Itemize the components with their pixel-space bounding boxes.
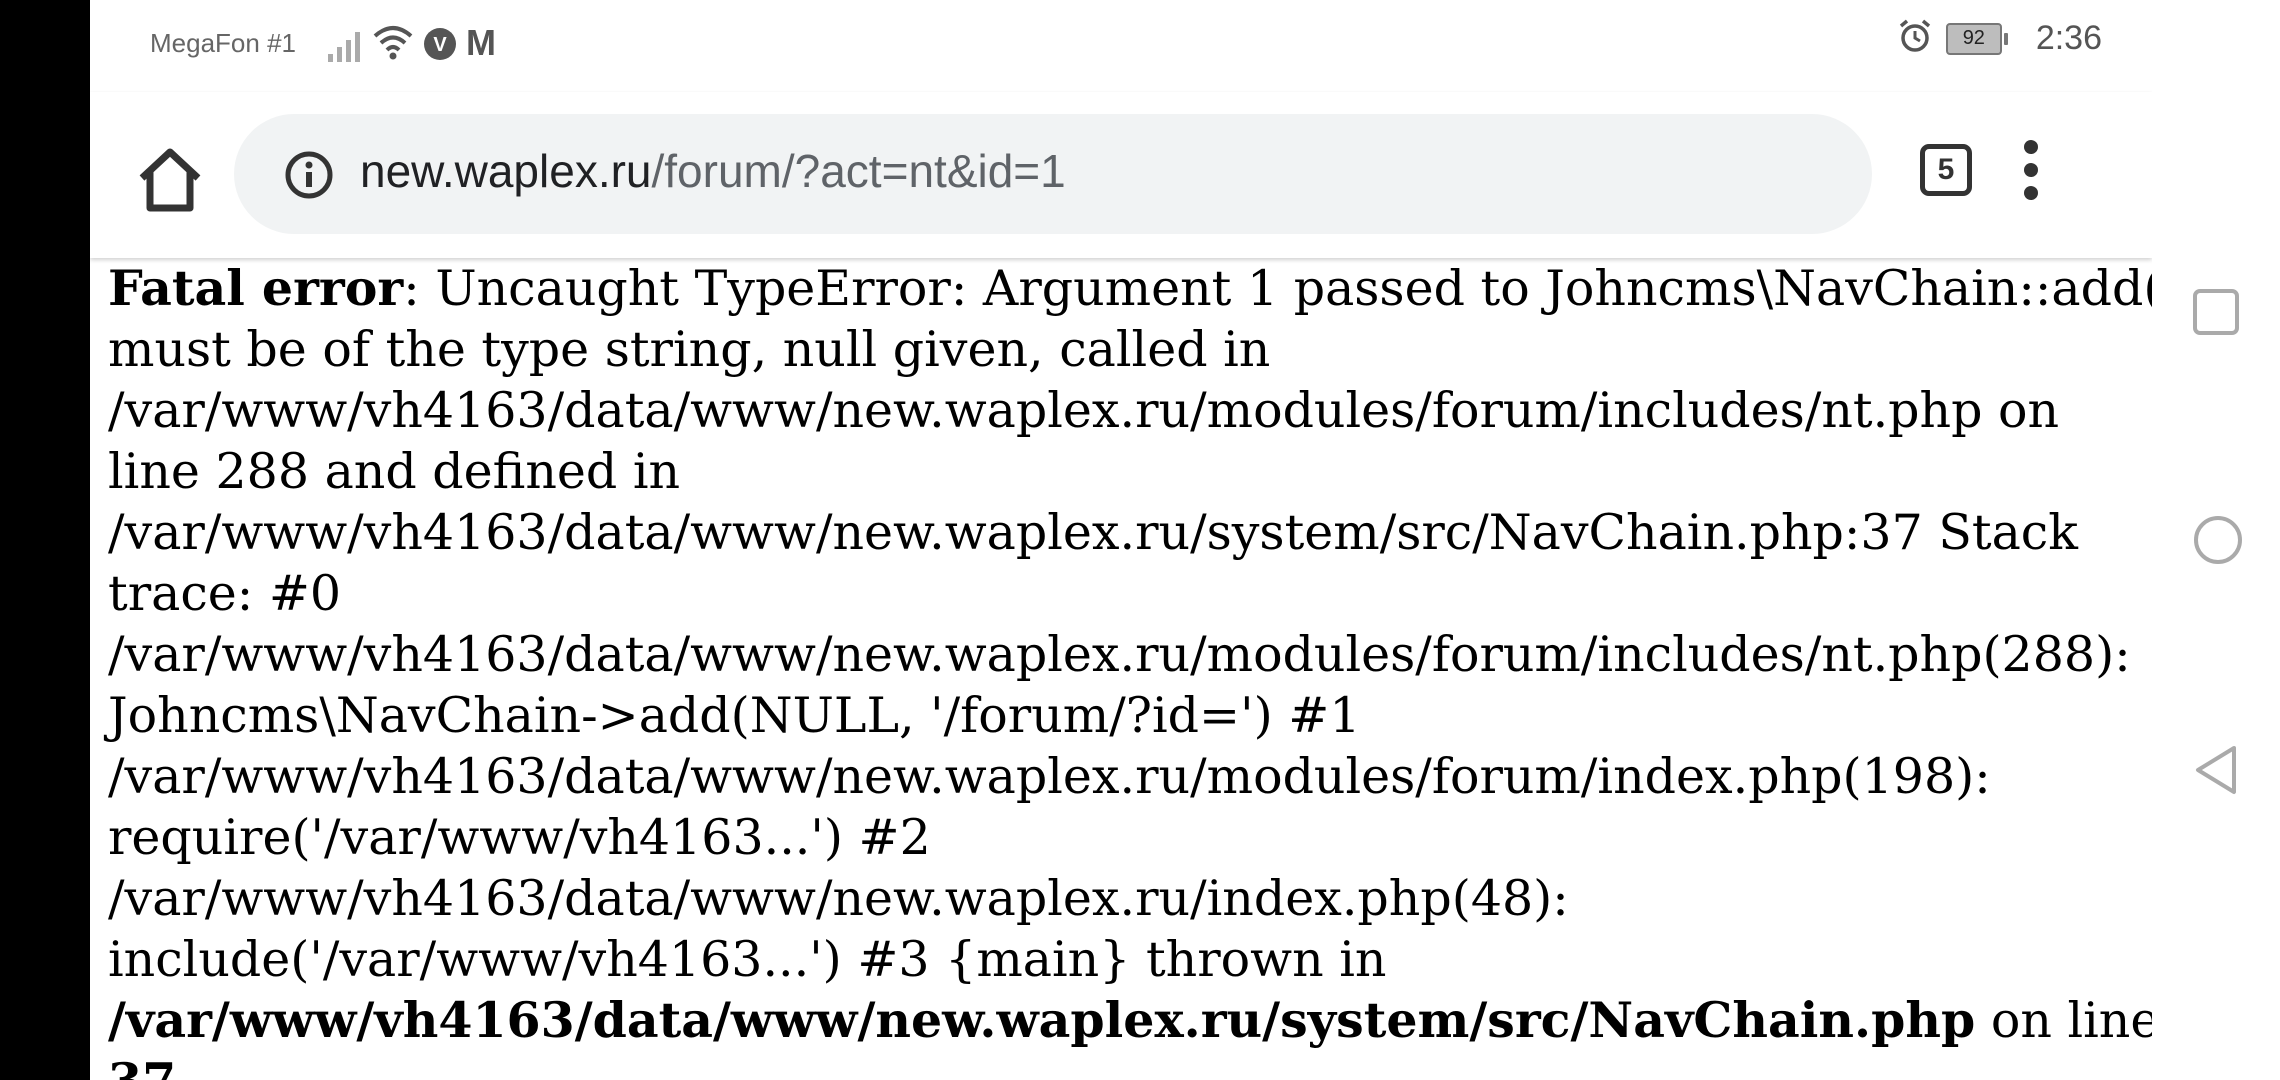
error-line: /var/www/vh4163/data/www/new.waplex.ru/m… [108,748,1991,805]
battery-icon: 92 [1945,22,2008,55]
url-path: /forum/?act=nt&id=1 [651,145,1066,197]
browser-screen: MegaFon #1 V M [90,0,2152,1080]
url-domain: new.waplex.ru [360,145,652,197]
tab-switcher-button[interactable]: 5 [1920,144,1972,196]
error-line: Johncms\NavChain->add(NULL, '/forum/?id=… [108,687,1361,744]
error-line: require('/var/www/vh4163...') #2 [108,809,931,866]
v-app-icon: V [424,28,456,65]
status-right-group: 92 2:36 [1898,18,2102,59]
error-line: trace: #0 [108,565,342,622]
error-line: /var/www/vh4163/data/www/new.waplex.ru/s… [108,991,2152,1049]
error-label: Fatal error [108,259,404,317]
clock: 2:36 [2035,19,2102,57]
url-text[interactable]: new.waplex.ru/forum/?act=nt&id=1 [360,144,1066,198]
page-content: Fatal error: Uncaught TypeError: Argumen… [108,258,2152,1080]
error-line: /var/www/vh4163/data/www/new.waplex.ru/i… [108,870,1569,927]
error-line: line 288 and defined in [108,443,681,500]
recents-square-icon[interactable] [2192,288,2240,341]
browser-toolbar: new.waplex.ru/forum/?act=nt&id=1 5 [90,92,2152,258]
error-line: /var/www/vh4163/data/www/new.waplex.ru/m… [108,382,2060,439]
screen-cutout [0,0,90,1080]
error-line: /var/www/vh4163/data/www/new.waplex.ru/s… [108,504,2078,561]
error-line: Fatal error: Uncaught TypeError: Argumen… [108,259,2152,317]
error-file: /var/www/vh4163/data/www/new.waplex.ru/s… [108,991,1976,1049]
gmail-m-icon: M [466,22,496,63]
error-line: 37 [108,1051,2138,1080]
back-triangle-icon[interactable] [2192,744,2240,801]
address-bar[interactable]: new.waplex.ru/forum/?act=nt&id=1 [234,114,1872,234]
home-icon [139,148,201,212]
more-vert-icon[interactable] [2010,138,2054,202]
error-line: must be of the type string, null given, … [108,321,1271,378]
home-circle-icon[interactable] [2192,514,2244,571]
signal-icon [328,28,364,67]
status-bar: MegaFon #1 V M [90,0,2152,92]
info-icon[interactable] [284,150,334,205]
home-button[interactable] [130,140,210,220]
error-line: /var/www/vh4163/data/www/new.waplex.ru/m… [108,626,2131,683]
system-nav-bar [2152,0,2280,1080]
alarm-icon [1898,18,1932,59]
v-app-glyph: V [433,34,447,56]
wifi-icon [372,24,414,65]
error-line-number: 37 [108,1052,176,1080]
error-line: include('/var/www/vh4163...') #3 {main} … [108,931,1387,988]
carrier-label: MegaFon #1 [150,28,296,58]
